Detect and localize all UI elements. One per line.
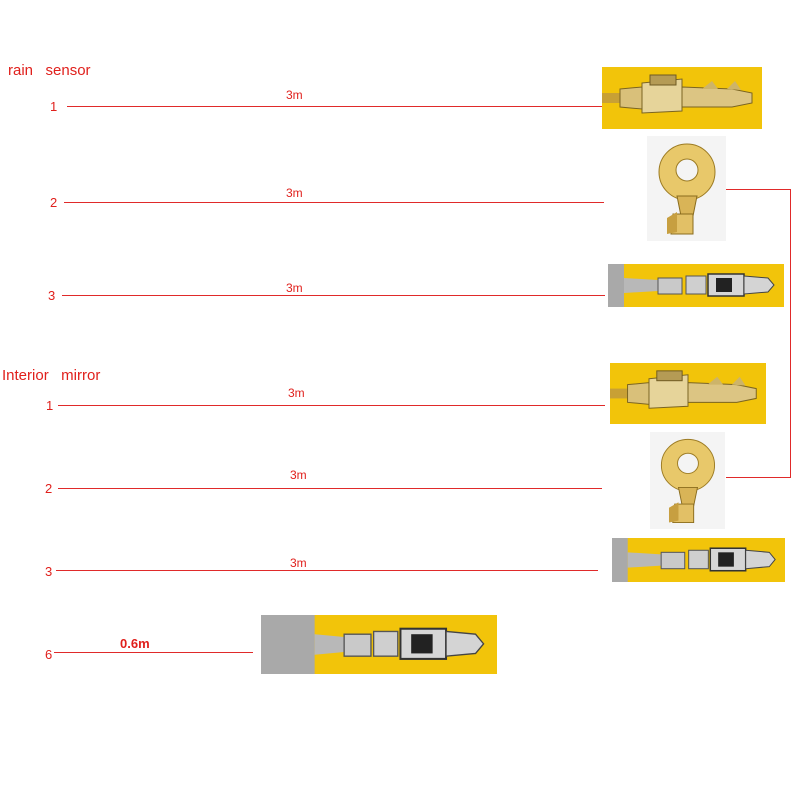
wire [67,106,603,107]
pin-terminal-photo [612,538,785,582]
wire [58,405,605,406]
wire-length-label: 3m [286,281,303,295]
pin-label: 3 [48,288,56,303]
female-spade-terminal-photo [610,363,766,424]
section-title-rain-sensor: rain sensor [8,62,91,79]
wire-length-label: 3m [290,468,307,482]
wire-length-label: 3m [288,386,305,400]
pin-label: 2 [45,481,53,496]
pin-label: 2 [50,195,58,210]
pin-label: 3 [45,564,53,579]
wire [54,652,253,653]
female-spade-terminal-photo [602,67,762,129]
ring-terminal-photo [647,136,726,241]
connector-wire-top [726,189,791,190]
wire [58,488,602,489]
wire-length-label: 0.6m [120,636,150,651]
section-title-interior-mirror: Interior mirror [2,367,101,384]
wire [64,202,604,203]
wire-length-label: 3m [286,186,303,200]
pin-terminal-photo [261,615,497,674]
pin-label: 1 [50,99,58,114]
ring-terminal-photo [650,432,725,529]
pin-terminal-photo [608,264,784,307]
pin-label: 1 [46,398,54,413]
connector-wire-vertical [790,189,791,478]
wire-length-label: 3m [286,88,303,102]
connector-wire-bottom [726,477,791,478]
wire [62,295,605,296]
wire-length-label: 3m [290,556,307,570]
wire [56,570,598,571]
pin-label: 6 [45,647,53,662]
